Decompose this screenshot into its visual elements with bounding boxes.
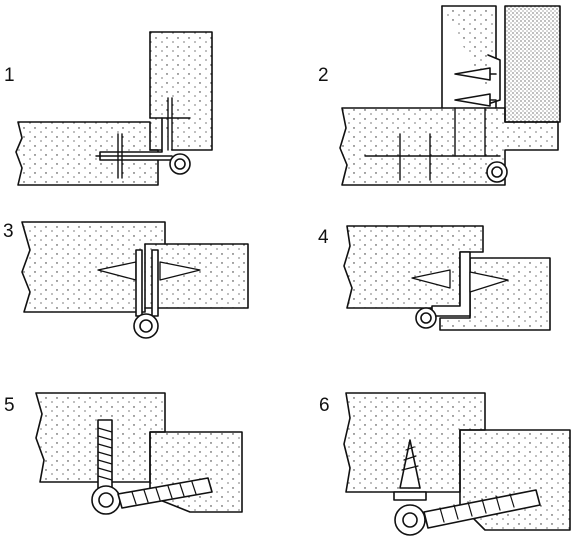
panel-3-number: 3 — [3, 221, 14, 242]
wall — [504, 5, 561, 123]
panel-3-drawing — [21, 221, 249, 339]
lag-screw-angled — [117, 477, 213, 509]
hinge-eye — [133, 313, 159, 339]
hinge-eye — [486, 161, 508, 183]
panel-1-number: 1 — [4, 65, 15, 86]
hinge-eye — [394, 504, 426, 536]
hinge-eye — [91, 485, 121, 515]
panel-4-number: 4 — [318, 227, 329, 248]
panel-5-number: 5 — [4, 395, 15, 416]
panel-5-drawing — [35, 392, 243, 515]
panel-6-number: 6 — [319, 395, 330, 416]
panel-4-drawing — [343, 225, 551, 331]
right-board — [439, 257, 551, 331]
panel-1-drawing — [15, 31, 213, 186]
panel-6-drawing — [343, 392, 571, 536]
panel-2-number: 2 — [318, 65, 329, 86]
hinge-eye — [169, 153, 191, 175]
panel-2-drawing — [339, 5, 561, 186]
post-board — [149, 31, 213, 151]
wood-screw — [399, 439, 421, 489]
hinge-eye — [415, 307, 437, 329]
eye-bolt-shank — [423, 489, 541, 529]
